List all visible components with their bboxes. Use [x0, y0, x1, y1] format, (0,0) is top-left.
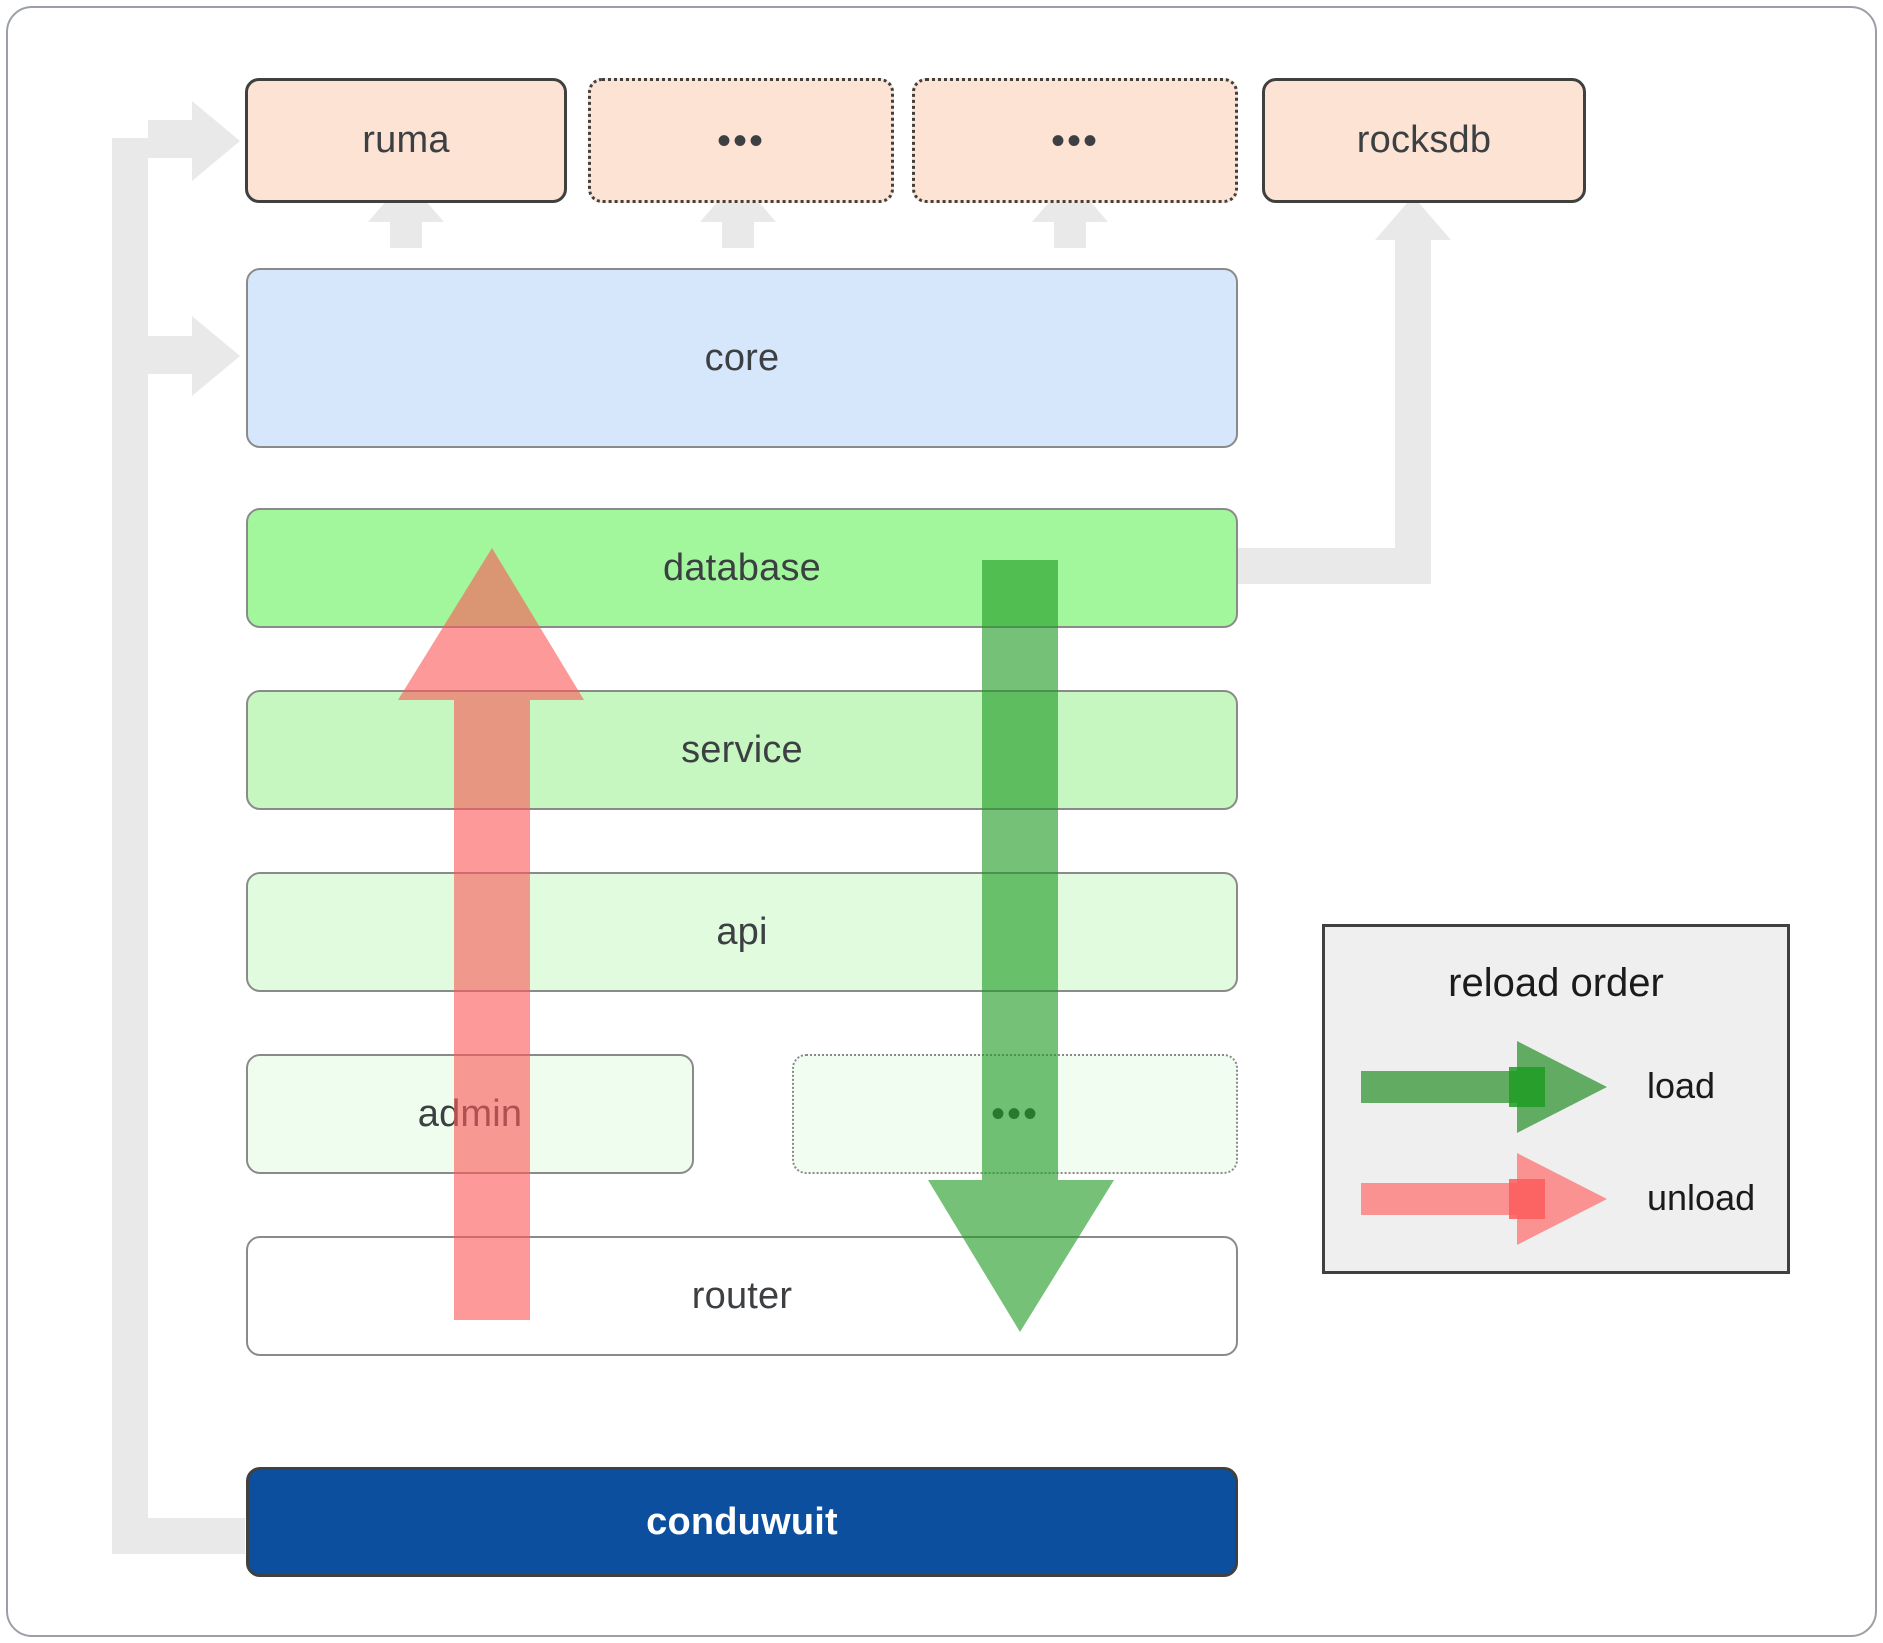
- diagram-frame: [6, 6, 1877, 1637]
- node-core[interactable]: core: [246, 268, 1238, 448]
- node-label: •••: [1050, 118, 1099, 163]
- node-rocksdb[interactable]: rocksdb: [1262, 78, 1586, 203]
- node-database[interactable]: database: [246, 508, 1238, 628]
- node-admin-sibling[interactable]: •••: [792, 1054, 1238, 1174]
- node-label: conduwuit: [646, 1500, 838, 1543]
- node-label: service: [681, 728, 803, 771]
- node-service[interactable]: service: [246, 690, 1238, 810]
- node-external-2[interactable]: •••: [912, 78, 1238, 203]
- node-label: router: [691, 1274, 793, 1317]
- node-admin[interactable]: admin: [246, 1054, 694, 1174]
- legend-load-arrow-icon: [1361, 1041, 1607, 1133]
- legend-title: reload order: [1448, 961, 1664, 1005]
- node-label: •••: [990, 1092, 1039, 1136]
- legend-unload-arrow-icon: [1361, 1153, 1607, 1245]
- node-router[interactable]: router: [246, 1236, 1238, 1356]
- node-label: •••: [716, 118, 765, 163]
- node-api[interactable]: api: [246, 872, 1238, 992]
- node-external-1[interactable]: •••: [588, 78, 894, 203]
- node-label: database: [663, 546, 821, 589]
- node-label: core: [704, 336, 780, 379]
- node-label: rocksdb: [1356, 119, 1492, 161]
- node-ruma[interactable]: ruma: [245, 78, 567, 203]
- node-label: admin: [417, 1092, 523, 1135]
- legend-label-load: load: [1647, 1065, 1716, 1106]
- legend-reload-order: reload order load unload: [1322, 924, 1790, 1274]
- node-label: api: [716, 910, 768, 953]
- node-label: ruma: [362, 119, 450, 161]
- node-conduwuit[interactable]: conduwuit: [246, 1467, 1238, 1577]
- legend-label-unload: unload: [1647, 1177, 1756, 1218]
